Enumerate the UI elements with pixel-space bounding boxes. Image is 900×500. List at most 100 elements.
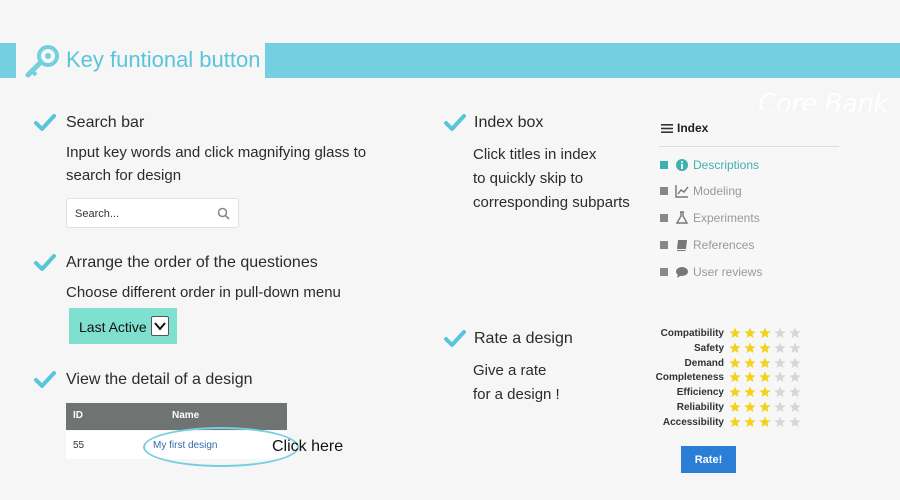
list-icon	[661, 124, 673, 133]
star-empty-icon[interactable]	[774, 327, 786, 339]
rating-row: Compatibility	[612, 327, 801, 341]
star-filled-icon[interactable]	[759, 327, 771, 339]
index-title: Index	[677, 121, 709, 135]
column-name: Name	[172, 410, 200, 421]
rating-row: Demand	[612, 357, 801, 371]
star-filled-icon[interactable]	[744, 416, 756, 428]
star-empty-icon[interactable]	[774, 371, 786, 383]
star-filled-icon[interactable]	[744, 386, 756, 398]
bullet-square	[660, 187, 668, 195]
rating-label: Accessibility	[662, 416, 724, 428]
star-empty-icon[interactable]	[774, 401, 786, 413]
check-icon	[444, 114, 466, 131]
bullet-square	[660, 214, 668, 222]
search-icon[interactable]	[217, 207, 230, 220]
index-desc-1: Click titles in index	[473, 146, 597, 163]
index-item-label: Modeling	[693, 184, 742, 198]
page-title: Key funtional button	[66, 47, 261, 72]
index-box: Index Descriptions Modeling Experiments …	[654, 110, 849, 285]
rating-row: Safety	[612, 342, 801, 356]
star-empty-icon[interactable]	[789, 371, 801, 383]
index-desc-2: to quickly skip to	[473, 170, 584, 187]
star-filled-icon[interactable]	[729, 357, 741, 369]
rating-label: Reliability	[676, 402, 724, 413]
chart-line-icon	[675, 185, 689, 198]
star-empty-icon[interactable]	[774, 342, 786, 354]
bullet-square	[660, 241, 668, 249]
star-filled-icon[interactable]	[729, 371, 741, 383]
star-filled-icon[interactable]	[744, 371, 756, 383]
star-rating	[729, 371, 801, 385]
star-filled-icon[interactable]	[759, 401, 771, 413]
star-filled-icon[interactable]	[759, 371, 771, 383]
search-bar	[66, 198, 239, 228]
star-filled-icon[interactable]	[744, 357, 756, 369]
detail-heading: View the detail of a design	[66, 371, 253, 388]
rate-heading: Rate a design	[474, 330, 573, 347]
search-input[interactable]	[75, 205, 210, 223]
check-icon	[444, 330, 466, 347]
rating-label: Safety	[693, 342, 724, 354]
rating-row: Efficiency	[612, 386, 801, 400]
info-icon	[676, 159, 688, 171]
rating-row: Completeness	[612, 371, 801, 385]
book-icon	[677, 240, 687, 251]
star-filled-icon[interactable]	[729, 416, 741, 428]
order-heading: Arrange the order of the questiones	[66, 254, 318, 271]
star-empty-icon[interactable]	[789, 342, 801, 354]
star-filled-icon[interactable]	[729, 342, 741, 354]
star-empty-icon[interactable]	[789, 357, 801, 369]
star-empty-icon[interactable]	[789, 416, 801, 428]
click-here-callout: Click here	[272, 438, 344, 455]
flask-icon	[675, 211, 689, 224]
star-rating	[729, 327, 801, 341]
rate-desc-1: Give a rate	[473, 362, 547, 379]
check-icon	[34, 371, 56, 388]
check-icon	[34, 254, 56, 271]
index-desc-3: corresponding subparts	[473, 194, 630, 211]
index-item-label: User reviews	[693, 265, 763, 279]
star-empty-icon[interactable]	[774, 416, 786, 428]
index-item-label: Descriptions	[693, 158, 760, 172]
rate-desc-2: for a design !	[473, 386, 560, 403]
chevron-down-icon	[154, 322, 166, 331]
star-filled-icon[interactable]	[729, 327, 741, 339]
star-empty-icon[interactable]	[789, 401, 801, 413]
star-empty-icon[interactable]	[789, 327, 801, 339]
key-icon	[25, 45, 59, 78]
rating-label: Efficiency	[676, 387, 724, 399]
order-select-value: Last Active	[79, 319, 147, 335]
divider	[659, 146, 839, 147]
search-desc-1: Input key words and click magnifying gla…	[66, 144, 367, 161]
star-filled-icon[interactable]	[729, 386, 741, 398]
order-desc: Choose different order in pull-down menu	[66, 284, 341, 301]
order-select[interactable]: Last Active	[69, 308, 177, 344]
star-filled-icon[interactable]	[759, 342, 771, 354]
star-filled-icon[interactable]	[759, 357, 771, 369]
star-empty-icon[interactable]	[774, 357, 786, 369]
star-filled-icon[interactable]	[744, 327, 756, 339]
bullet-square	[660, 268, 668, 276]
star-empty-icon[interactable]	[774, 386, 786, 398]
rate-button[interactable]: Rate!	[681, 446, 736, 473]
header-accent	[0, 43, 16, 78]
star-rating	[729, 416, 801, 430]
index-item-label: Experiments	[693, 211, 760, 225]
rating-label: Demand	[684, 357, 724, 369]
column-id: ID	[73, 410, 83, 421]
star-filled-icon[interactable]	[759, 416, 771, 428]
star-filled-icon[interactable]	[744, 401, 756, 413]
check-icon	[34, 114, 56, 131]
bullet-square	[660, 161, 668, 169]
star-filled-icon[interactable]	[744, 342, 756, 354]
dropdown-button[interactable]	[151, 316, 169, 336]
star-filled-icon[interactable]	[729, 401, 741, 413]
rating-row: Reliability	[612, 401, 801, 415]
star-empty-icon[interactable]	[789, 386, 801, 398]
index-heading: Index box	[474, 114, 544, 131]
header-bar: Core Bank	[265, 43, 900, 119]
star-rating	[729, 357, 801, 371]
star-filled-icon[interactable]	[759, 386, 771, 398]
rating-label: Compatibility	[660, 328, 724, 339]
table-header: ID Name	[66, 403, 287, 430]
